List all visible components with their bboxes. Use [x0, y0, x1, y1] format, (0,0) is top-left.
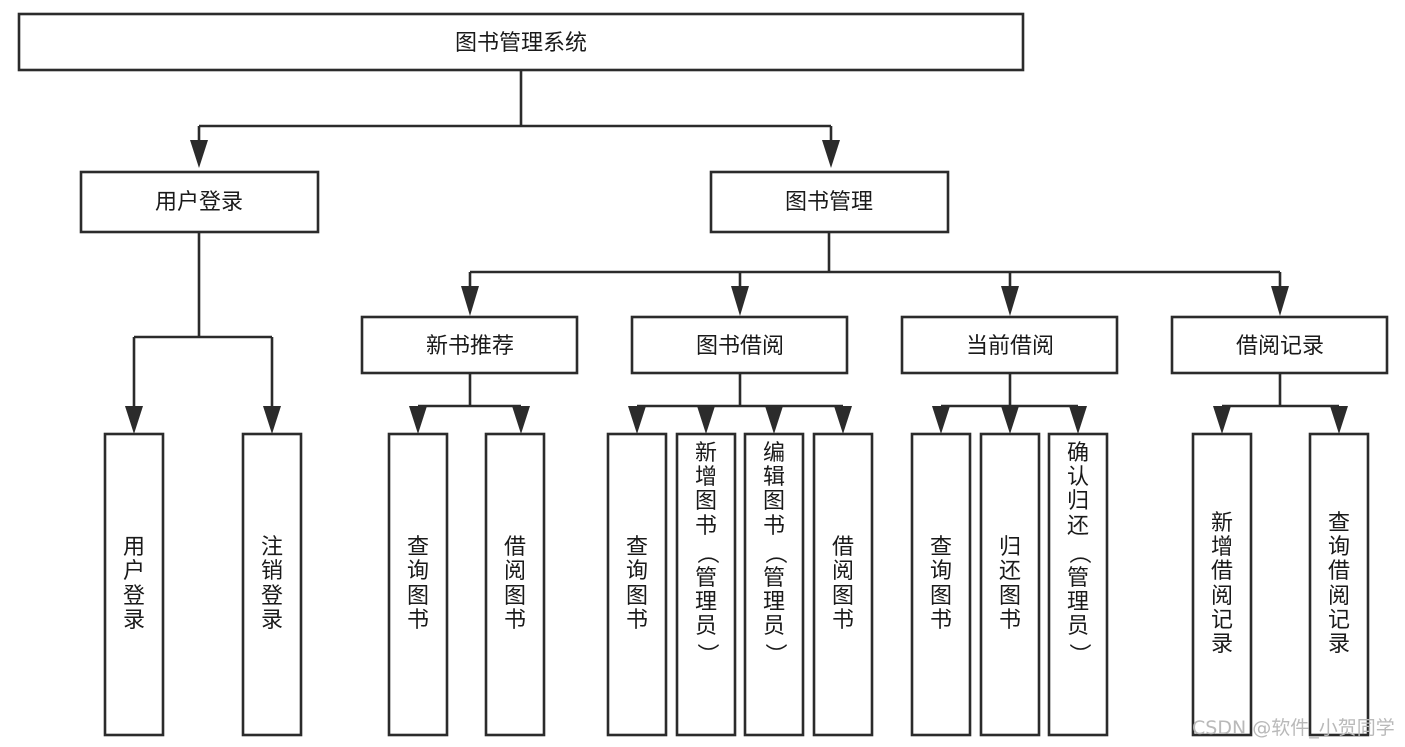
arrow-head-icon — [765, 406, 783, 434]
leaf-box-query-record[interactable] — [1308, 432, 1370, 737]
leaf-box-user-logout[interactable] — [241, 432, 303, 737]
leaf-box-user-login[interactable] — [103, 432, 165, 737]
node-book-manage[interactable]: 图书管理 — [709, 170, 950, 234]
arrow-head-icon — [1001, 406, 1019, 434]
leaf-box-query-book-2[interactable] — [606, 432, 668, 737]
leaf-box-edit-book[interactable] — [743, 432, 805, 737]
leaf-box-confirm-return[interactable] — [1047, 432, 1109, 737]
arrow-head-icon — [1069, 406, 1087, 434]
arrow-head-icon — [125, 406, 143, 434]
connector-root-to-level2 — [190, 70, 840, 168]
node-borrow-record[interactable]: 借阅记录 — [1170, 315, 1389, 375]
node-current-borrow[interactable]: 当前借阅 — [900, 315, 1119, 375]
arrow-head-icon — [1271, 286, 1289, 316]
node-borrow-record-label: 借阅记录 — [1236, 334, 1324, 359]
node-current-borrow-label: 当前借阅 — [966, 334, 1054, 359]
connector-borrow-record-to-leaves — [1213, 373, 1348, 434]
node-new-book-rec-box[interactable] — [360, 315, 579, 375]
connector-book-manage-to-level3 — [461, 232, 1289, 316]
arrow-head-icon — [263, 406, 281, 434]
node-user-login-label: 用户登录 — [155, 190, 243, 215]
arrow-head-icon — [1330, 406, 1348, 434]
arrow-head-icon — [409, 406, 427, 434]
arrow-head-icon — [1001, 286, 1019, 316]
node-new-book-rec[interactable]: 新书推荐 — [360, 315, 579, 375]
node-user-login-box[interactable] — [79, 170, 320, 234]
node-book-borrow[interactable]: 图书借阅 — [630, 315, 849, 375]
connector-book-borrow-to-leaves — [628, 373, 852, 434]
node-book-borrow-label: 图书借阅 — [696, 334, 784, 359]
arrow-head-icon — [1213, 406, 1231, 434]
connector-current-borrow-to-leaves — [932, 373, 1087, 434]
arrow-head-icon — [932, 406, 950, 434]
node-user-login[interactable]: 用户登录 — [79, 170, 320, 234]
node-new-book-rec-label: 新书推荐 — [426, 334, 514, 359]
node-book-manage-label: 图书管理 — [785, 190, 873, 215]
arrow-head-icon — [822, 140, 840, 168]
leaf-box-query-book-1[interactable] — [387, 432, 449, 737]
node-root-label: 图书管理系统 — [455, 31, 587, 56]
connector-new-book-rec-to-leaves — [409, 373, 530, 434]
leaf-box-borrow-book-2[interactable] — [812, 432, 874, 737]
arrow-head-icon — [461, 286, 479, 316]
node-root[interactable]: 图书管理系统 — [17, 12, 1025, 72]
leaf-box-query-book-3[interactable] — [910, 432, 972, 737]
arrow-head-icon — [834, 406, 852, 434]
leaf-box-add-book[interactable] — [675, 432, 737, 737]
arrow-head-icon — [512, 406, 530, 434]
node-current-borrow-box[interactable] — [900, 315, 1119, 375]
arrow-head-icon — [697, 406, 715, 434]
leaf-box-return-book[interactable] — [979, 432, 1041, 737]
arrow-head-icon — [628, 406, 646, 434]
arrow-head-icon — [190, 140, 208, 168]
connector-user-login-to-leaves — [125, 232, 281, 434]
leaf-box-add-record[interactable] — [1191, 432, 1253, 737]
node-root-box[interactable] — [17, 12, 1025, 72]
leaf-box-borrow-book-1[interactable] — [484, 432, 546, 737]
arrow-head-icon — [731, 286, 749, 316]
